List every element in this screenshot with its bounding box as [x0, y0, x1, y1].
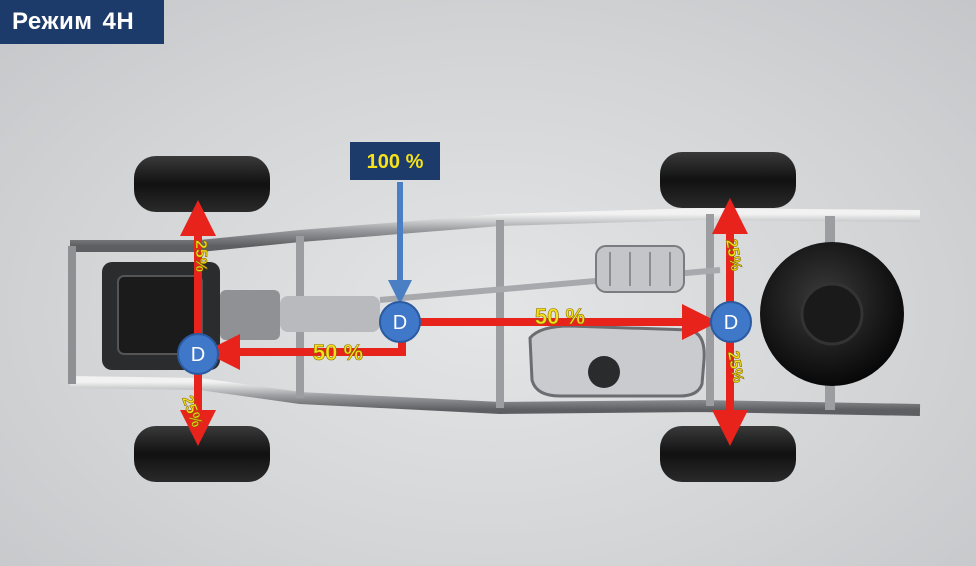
- front-diff-label: D: [191, 344, 205, 366]
- front-differential: D: [177, 333, 219, 375]
- center-diff-label: D: [393, 312, 407, 334]
- rear-right-percent: 25%: [724, 350, 746, 384]
- mode-badge: Режим 4H: [0, 0, 164, 44]
- front-axle-percent: 50 %: [313, 340, 363, 365]
- mode-value: 4H: [102, 8, 135, 35]
- spare-tire: [760, 242, 904, 386]
- wheel-rear-left: [660, 152, 796, 208]
- front-left-percent: 25%: [192, 240, 209, 272]
- rear-diff-label: D: [724, 312, 738, 334]
- rear-differential: D: [710, 301, 752, 343]
- mode-label: Режим: [12, 8, 93, 35]
- rear-axle-percent: 50 %: [535, 304, 585, 329]
- wheel-rear-right: [660, 426, 796, 482]
- center-differential: D: [379, 301, 421, 343]
- input-torque-label: 100 %: [367, 151, 424, 173]
- rear-left-percent: 25%: [722, 238, 744, 272]
- wheel-front-right: [134, 426, 270, 482]
- muffler: [595, 245, 685, 293]
- wheel-front-left: [134, 156, 270, 212]
- fuel-tank: [528, 324, 706, 398]
- input-torque-box: [350, 142, 440, 180]
